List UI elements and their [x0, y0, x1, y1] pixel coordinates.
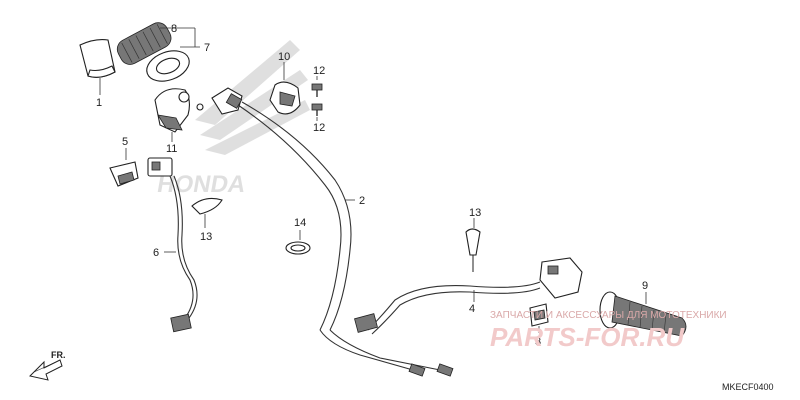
part-13-wire-band-left: 13	[191, 197, 223, 243]
callout-12-upper: 12	[313, 65, 325, 77]
callout-12-lower: 12	[313, 122, 325, 134]
callout-7: 7	[204, 42, 210, 54]
callout-13-left: 13	[200, 231, 212, 243]
front-direction-arrow: FR.	[29, 350, 66, 381]
front-direction-label: FR.	[51, 350, 66, 360]
part-5-clamp: 5	[109, 136, 139, 187]
callout-14: 14	[294, 217, 306, 229]
part-3-clamp: 3	[529, 303, 549, 348]
part-7-throttle-grip: 8 7	[116, 22, 210, 82]
part-12-screw-upper: 12	[311, 65, 325, 97]
callout-11: 11	[166, 143, 177, 155]
callout-6: 6	[153, 247, 159, 259]
watermark-caption: ЗАПЧАСТИ И АКСЕССУАРЫ ДЛЯ МОТОТЕХНИКИ	[490, 310, 727, 321]
part-11-throttle-housing: 11	[154, 88, 204, 155]
part-12-screw-lower: 12	[311, 103, 325, 134]
watermark-logo: PARTS-FOR.RU	[490, 322, 685, 352]
part-1-throttle-sleeve: 1	[79, 39, 116, 109]
part-13-tie-band-right: 13	[465, 207, 481, 272]
parts-for-watermark: ЗАПЧАСТИ И АКСЕССУАРЫ ДЛЯ МОТОТЕХНИКИ PA…	[490, 310, 727, 352]
callout-3: 3	[535, 336, 541, 348]
callout-10: 10	[278, 51, 290, 63]
part-14-band-clip: 14	[285, 217, 311, 255]
callout-8: 8	[171, 23, 177, 35]
part-10-cable-guide: 10	[269, 51, 301, 115]
part-6-switch-harness: 6	[147, 157, 198, 333]
diagram-code: MKECF0400	[722, 382, 774, 392]
callout-5: 5	[122, 136, 128, 148]
callout-2: 2	[359, 195, 365, 207]
callout-4: 4	[469, 303, 475, 315]
part-2-throttle-cable: 2	[211, 87, 454, 377]
callout-9: 9	[642, 280, 648, 292]
part-4-start-switch-harness: 4	[354, 257, 583, 335]
callout-13-right: 13	[469, 207, 481, 219]
callout-1: 1	[96, 97, 102, 109]
part-9-left-grip: 9	[599, 280, 687, 337]
